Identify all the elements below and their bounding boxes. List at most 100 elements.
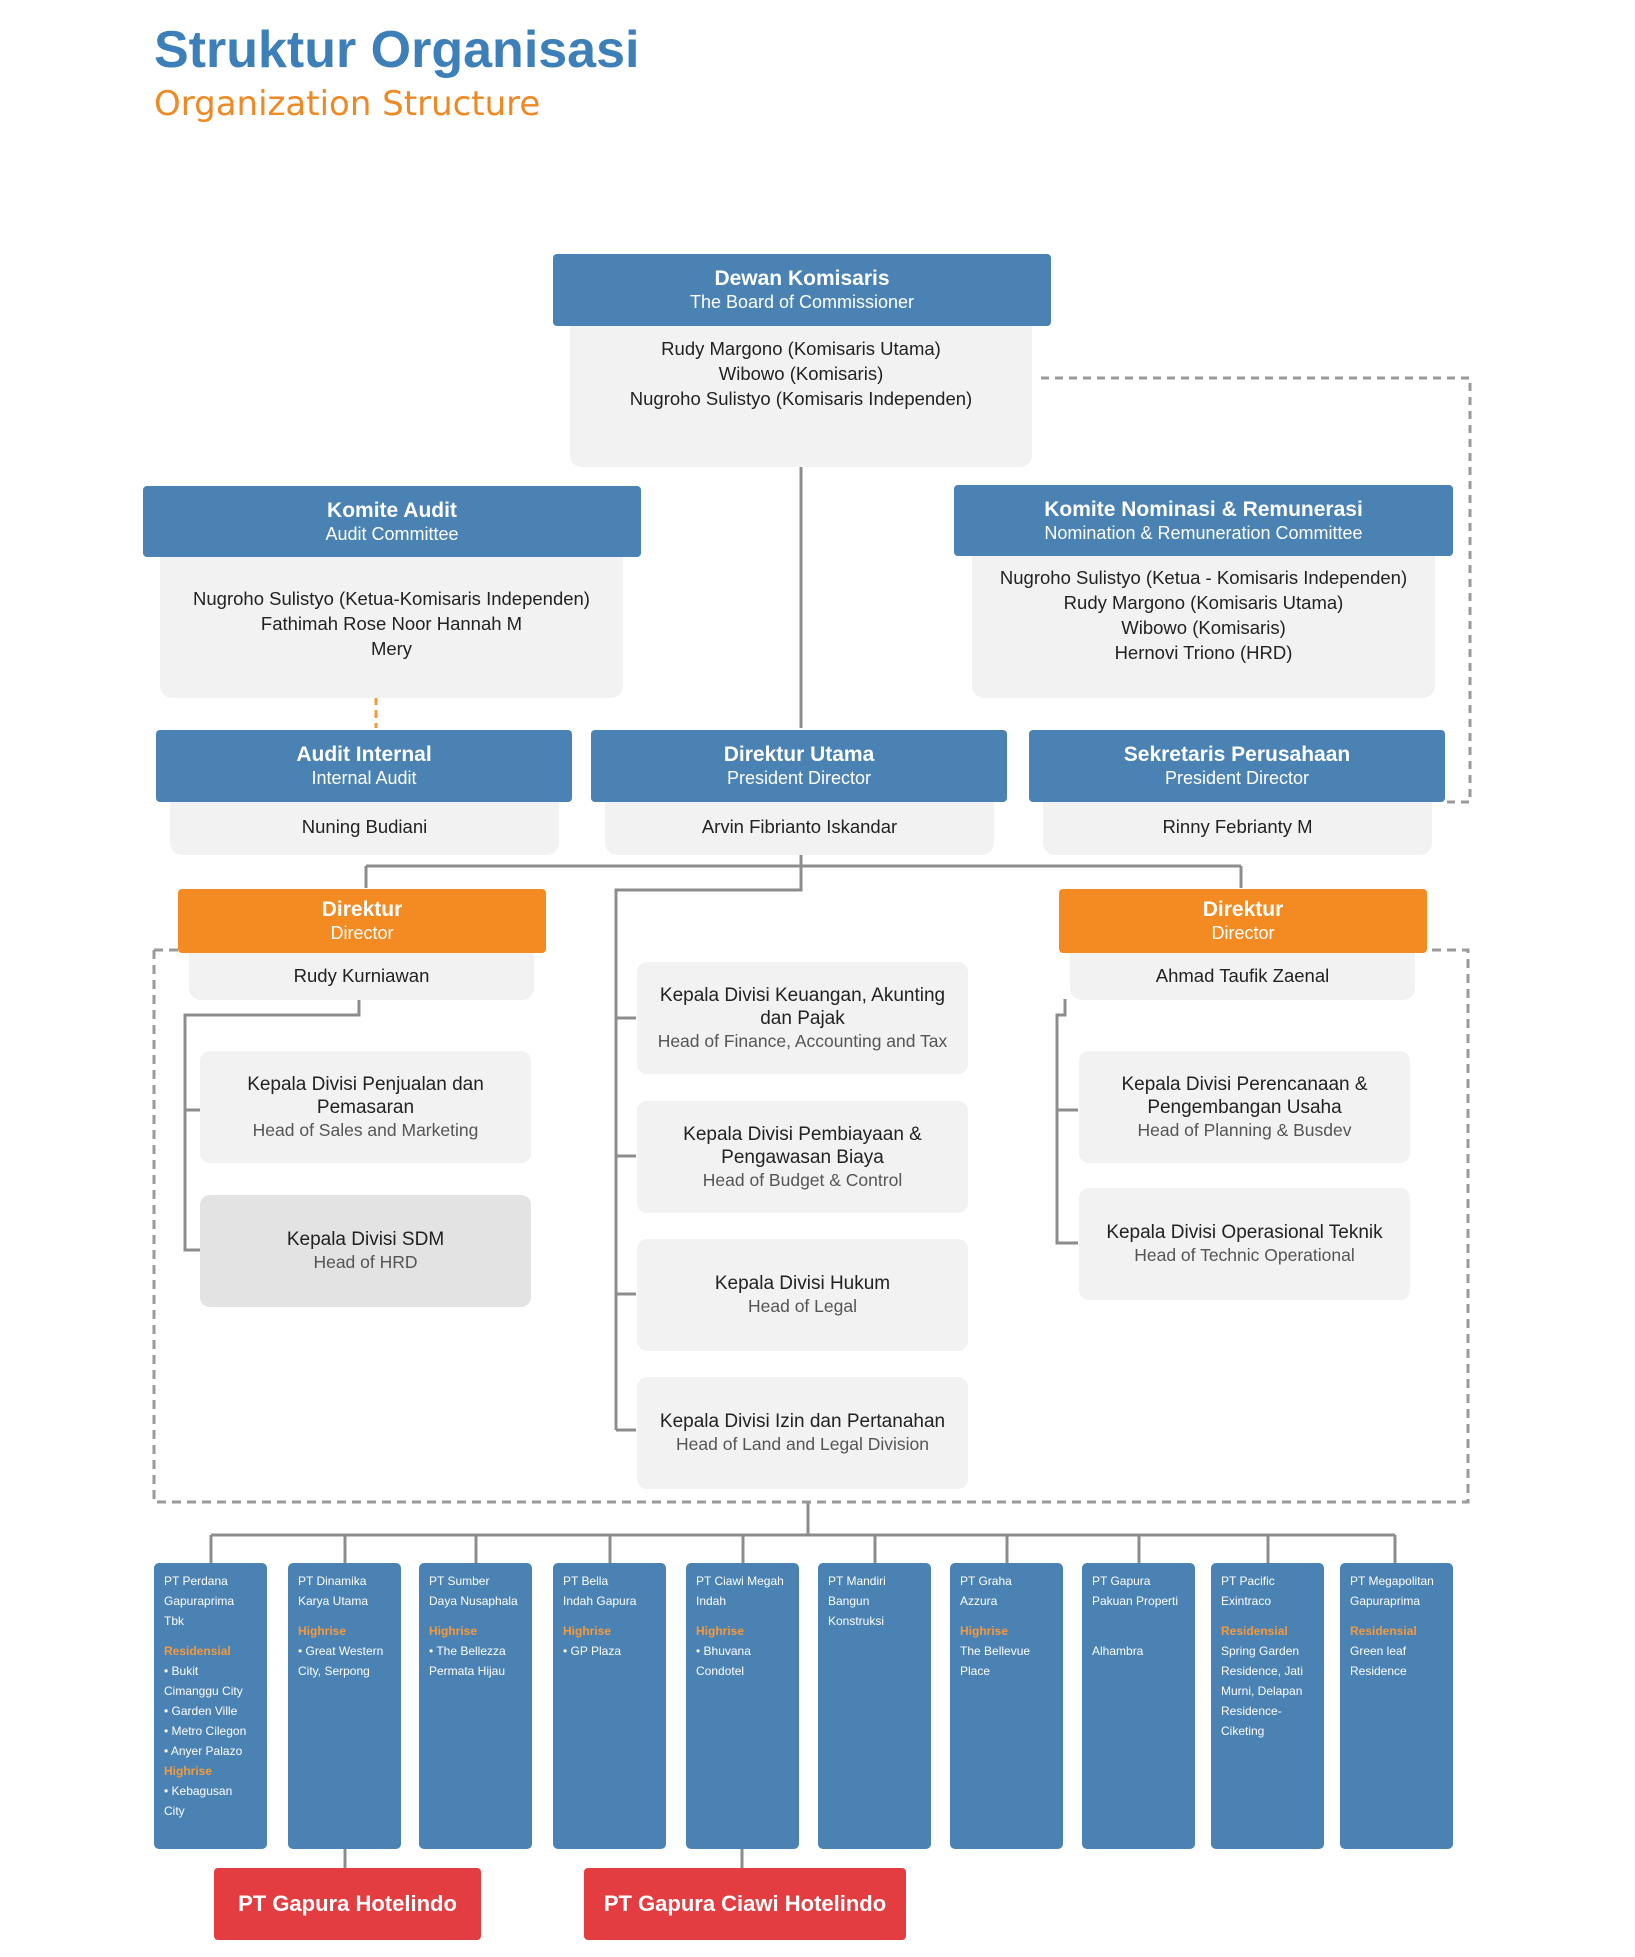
division-hrd: Kepala Divisi SDM Head of HRD bbox=[200, 1195, 531, 1307]
subsidiary-category: Highrise bbox=[960, 1624, 1009, 1638]
board-members-box: Rudy Margono (Komisaris Utama) Wibowo (K… bbox=[570, 320, 1032, 467]
president-director-name-box: Arvin Fibrianto Iskandar bbox=[605, 798, 994, 855]
division-legal: Kepala Divisi Hukum Head of Legal bbox=[637, 1239, 968, 1351]
subsidiary-name: Tbk bbox=[164, 1614, 185, 1628]
president-director-header: Direktur Utama President Director bbox=[591, 730, 1007, 802]
hotel-box: PT Gapura Hotelindo bbox=[214, 1868, 481, 1940]
board-member: Nugroho Sulistyo (Komisaris Independen) bbox=[629, 388, 973, 409]
subsidiary-project: Residence bbox=[1350, 1664, 1407, 1678]
president-director-title: Direktur Utama bbox=[723, 743, 875, 766]
division-finance: Kepala Divisi Keuangan, Akunting dan Paj… bbox=[637, 962, 968, 1074]
subsidiary-category: Highrise bbox=[164, 1764, 213, 1778]
subsidiary-project: • GP Plaza bbox=[563, 1644, 622, 1658]
subsidiary-project: City bbox=[164, 1804, 185, 1818]
division-subtitle: Head of HRD bbox=[313, 1252, 418, 1272]
subsidiary-name: Bangun bbox=[828, 1594, 870, 1608]
director-left-name: Rudy Kurniawan bbox=[293, 964, 430, 986]
subsidiary-name: PT Megapolitan bbox=[1350, 1574, 1434, 1588]
subsidiary-project: Permata Hijau bbox=[429, 1664, 506, 1678]
subsidiary-project: Alhambra bbox=[1092, 1644, 1144, 1658]
page-subtitle: Organization Structure bbox=[154, 84, 541, 124]
internal-audit-name: Nuning Budiani bbox=[301, 816, 428, 837]
subsidiary-project: • Bukit bbox=[164, 1664, 199, 1678]
nomination-committee-members-box: Nugroho Sulistyo (Ketua - Komisaris Inde… bbox=[972, 552, 1435, 698]
division-budget-control: Kepala Divisi Pembiayaan & Pengawasan Bi… bbox=[637, 1101, 968, 1213]
left-divisions-line bbox=[183, 999, 361, 1252]
division-planning-busdev: Kepala Divisi Perencanaan & Pengembangan… bbox=[1079, 1051, 1410, 1163]
subsidiary-project: Residence- bbox=[1221, 1704, 1282, 1718]
subsidiary-project: Murni, Delapan bbox=[1221, 1684, 1303, 1698]
director-right-name: Ahmad Taufik Zaenal bbox=[1155, 964, 1330, 986]
corporate-secretary-subtitle: President Director bbox=[1164, 768, 1310, 788]
subsidiary-name: Azzura bbox=[960, 1594, 998, 1608]
subsidiary-project: • Garden Ville bbox=[164, 1704, 238, 1718]
subsidiary-category: Highrise bbox=[298, 1624, 347, 1638]
audit-committee-member: Nugroho Sulistyo (Ketua-Komisaris Indepe… bbox=[193, 588, 590, 609]
nomination-committee-subtitle: Nomination & Remuneration Committee bbox=[1044, 522, 1363, 543]
subsidiary-project: Ciketing bbox=[1221, 1724, 1265, 1738]
division-title: Kepala Divisi Penjualan dan Pemasaran bbox=[247, 1073, 484, 1118]
internal-audit-subtitle: Internal Audit bbox=[311, 768, 417, 788]
subsidiary-bus-line bbox=[211, 1502, 1395, 1537]
internal-audit-header: Audit Internal Internal Audit bbox=[156, 730, 572, 802]
division-sales-marketing: Kepala Divisi Penjualan dan Pemasaran He… bbox=[200, 1051, 531, 1163]
board-member: Wibowo (Komisaris) bbox=[718, 363, 884, 384]
to-center-divisions-line bbox=[614, 866, 803, 1430]
hotel-link-line bbox=[343, 1849, 744, 1868]
director-left-title: Direktur bbox=[321, 898, 403, 921]
director-right-subtitle: Director bbox=[1211, 923, 1275, 943]
director-left-header: Direktur Director bbox=[178, 889, 546, 953]
subsidiary-project: Condotel bbox=[696, 1664, 745, 1678]
subsidiary-name: PT Bella bbox=[563, 1574, 609, 1588]
subsidiary-project: • Bhuvana bbox=[696, 1644, 751, 1658]
board-header: Dewan Komisaris The Board of Commissione… bbox=[553, 254, 1051, 326]
subsidiary-name: PT Perdana bbox=[164, 1574, 228, 1588]
subsidiary-project: Cimanggu City bbox=[164, 1684, 243, 1698]
board-to-secretary-line bbox=[1041, 376, 1472, 804]
director-left-subtitle: Director bbox=[330, 923, 394, 943]
director-right-title: Direktur bbox=[1202, 898, 1284, 921]
audit-committee-member: Mery bbox=[370, 638, 413, 659]
subsidiary-name: Exintraco bbox=[1221, 1594, 1272, 1608]
director-right-name-box: Ahmad Taufik Zaenal bbox=[1070, 950, 1415, 1000]
subsidiary-project: Residence, Jati bbox=[1221, 1664, 1304, 1678]
subsidiary-name: Pakuan Properti bbox=[1092, 1594, 1179, 1608]
subsidiary-category: Highrise bbox=[429, 1624, 478, 1638]
internal-audit-title: Audit Internal bbox=[296, 743, 432, 766]
subsidiary-name: Gapuraprima bbox=[1350, 1594, 1421, 1608]
subsidiary-name: Indah bbox=[696, 1594, 727, 1608]
division-subtitle: Head of Legal bbox=[748, 1296, 857, 1316]
division-subtitle: Head of Planning & Busdev bbox=[1137, 1119, 1352, 1140]
subsidiary-project: City, Serpong bbox=[298, 1664, 370, 1678]
director-right-header: Direktur Director bbox=[1059, 889, 1427, 953]
corporate-secretary-name: Rinny Febrianty M bbox=[1162, 816, 1313, 837]
subsidiary-project: • Anyer Palazo bbox=[164, 1744, 243, 1758]
directorate-frame bbox=[152, 948, 1470, 1504]
division-title: Kepala Divisi SDM bbox=[286, 1229, 445, 1250]
subsidiary-name: PT Sumber bbox=[429, 1574, 490, 1588]
nomination-committee-title: Komite Nominasi & Remunerasi bbox=[1044, 497, 1363, 521]
corporate-secretary-header: Sekretaris Perusahaan President Director bbox=[1029, 730, 1445, 802]
board-subtitle: The Board of Commissioner bbox=[689, 292, 915, 312]
subsidiary-name: PT Mandiri bbox=[828, 1574, 886, 1588]
audit-committee-members-box: Nugroho Sulistyo (Ketua-Komisaris Indepe… bbox=[160, 552, 623, 698]
subsidiary-project: The Bellevue bbox=[960, 1644, 1031, 1658]
division-title: Kepala Divisi Pembiayaan & Pengawasan Bi… bbox=[683, 1123, 922, 1168]
president-director-subtitle: President Director bbox=[726, 768, 872, 788]
division-subtitle: Head of Sales and Marketing bbox=[252, 1119, 479, 1140]
nomination-committee-member: Hernovi Triono (HRD) bbox=[1114, 642, 1293, 663]
subsidiary-name: Daya Nusaphala bbox=[429, 1594, 518, 1608]
director-left-name-box: Rudy Kurniawan bbox=[189, 950, 534, 1000]
nomination-committee-member: Rudy Margono (Komisaris Utama) bbox=[1063, 592, 1344, 613]
subsidiary-project: Green leaf bbox=[1350, 1644, 1407, 1658]
subsidiary-name: PT Pacific bbox=[1221, 1574, 1275, 1588]
subsidiary-name: Karya Utama bbox=[298, 1594, 369, 1608]
subsidiary-name: PT Gapura bbox=[1092, 1574, 1151, 1588]
subsidiary-name: Konstruksi bbox=[828, 1614, 885, 1628]
